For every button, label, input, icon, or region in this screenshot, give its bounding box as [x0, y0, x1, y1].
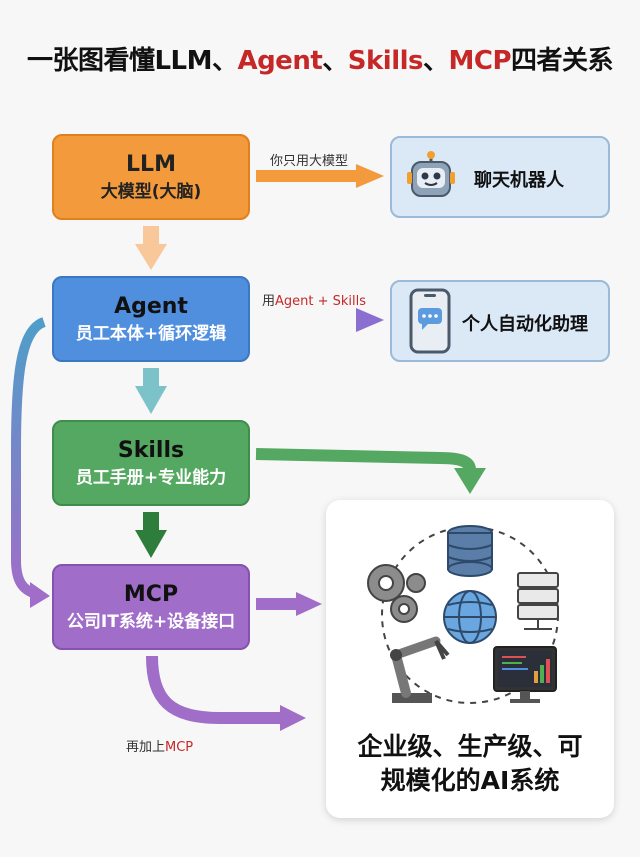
title-part: 四者关系 — [511, 46, 614, 76]
globe-icon — [443, 590, 497, 644]
phone-chat-icon — [409, 288, 451, 354]
agent-subtitle: 员工本体+循环逻辑 — [75, 324, 227, 344]
arrow-skills-mcp — [143, 512, 159, 532]
edge-label-plus-mcp: 再加上MCP — [126, 736, 193, 755]
llm-subtitle: 大模型(大脑) — [100, 182, 202, 202]
agent-title: Agent — [114, 294, 188, 319]
chatbot-label: 聊天机器人 — [474, 170, 564, 191]
database-icon — [447, 525, 493, 577]
assistant-result-box — [390, 280, 610, 362]
edge-label-pre: 再加上 — [126, 740, 166, 755]
arrowhead — [280, 705, 306, 731]
gears-icon — [367, 564, 426, 623]
title-sep: 、 — [423, 46, 449, 76]
skills-title: Skills — [117, 438, 185, 463]
edge-label-agent-skills: 用Agent + Skills — [262, 290, 366, 309]
title-mcp: MCP — [448, 46, 512, 76]
title-sep: 、 — [322, 46, 348, 76]
arrowhead — [135, 530, 167, 558]
enterprise-line-2: 规模化的AI系统 — [380, 766, 560, 795]
robot-icon — [407, 151, 455, 197]
arrowhead — [296, 592, 322, 616]
llm-box: LLM 大模型(大脑) — [52, 134, 250, 220]
mcp-box: MCP 公司IT系统+设备接口 — [52, 564, 250, 650]
arrowhead — [356, 308, 384, 332]
arrow-mcp-system-2 — [146, 655, 284, 724]
edge-label-highlight: Agent + Skills — [275, 294, 367, 309]
arrow-agent-mcp — [11, 317, 47, 599]
robot-arm-icon — [390, 636, 450, 703]
skills-box: Skills 员工手册+专业能力 — [52, 420, 250, 506]
title-part: 一张图看懂LLM、 — [26, 46, 238, 76]
arrowhead — [356, 164, 384, 188]
arrowhead — [454, 468, 486, 494]
arrow-llm-agent — [143, 226, 159, 246]
edge-label-highlight: MCP — [165, 740, 194, 755]
enterprise-line-1: 企业级、生产级、可 — [357, 732, 583, 761]
monitor-chart-icon — [493, 646, 557, 703]
enterprise-system-label: 企业级、生产级、可 规模化的AI系统 — [326, 730, 614, 798]
mcp-subtitle: 公司IT系统+设备接口 — [66, 612, 236, 632]
mcp-title: MCP — [123, 582, 179, 607]
arrow-skills-system — [255, 448, 476, 471]
enterprise-illustration — [367, 525, 559, 704]
arrowhead — [135, 386, 167, 414]
llm-title: LLM — [126, 152, 176, 177]
arrowhead — [30, 582, 50, 608]
chatbot-result-box — [390, 136, 610, 218]
edge-label-llm-only: 你只用大模型 — [270, 154, 349, 169]
edge-label-pre: 用 — [262, 294, 276, 309]
arrowhead — [135, 244, 167, 270]
page-title: 一张图看懂LLM、Agent、Skills、MCP四者关系 — [0, 40, 640, 77]
assistant-label: 个人自动化助理 — [462, 314, 588, 335]
arrow-agent-skills — [143, 368, 159, 388]
skills-subtitle: 员工手册+专业能力 — [75, 468, 227, 488]
agent-box: Agent 员工本体+循环逻辑 — [52, 276, 250, 362]
server-icon — [517, 572, 559, 630]
title-skills: Skills — [347, 46, 424, 76]
title-agent: Agent — [237, 46, 323, 76]
